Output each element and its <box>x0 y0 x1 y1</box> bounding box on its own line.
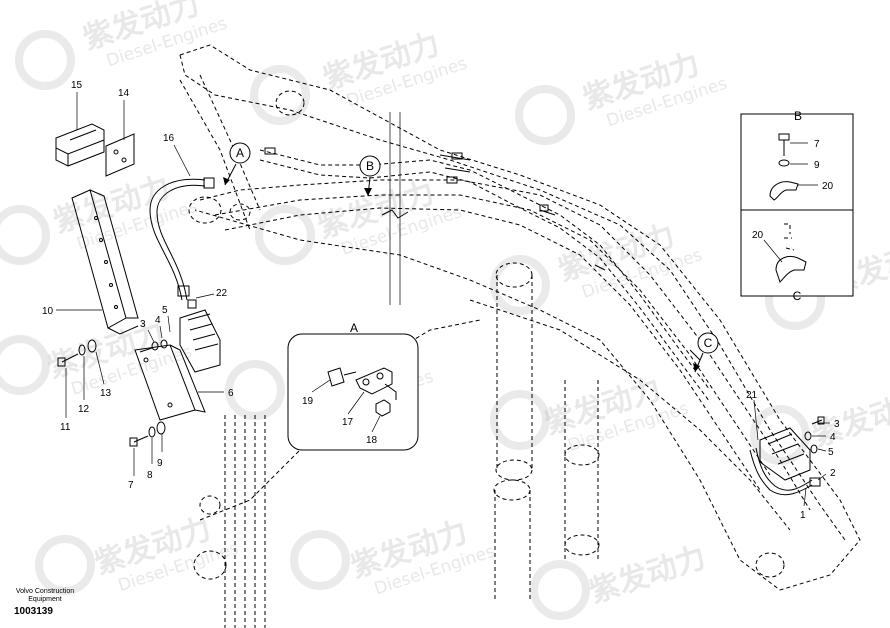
part-14-plate <box>105 133 135 177</box>
watermark-cn: 紫发动力 <box>808 384 890 454</box>
detail-view-a[interactable]: A 19 17 18 <box>287 321 419 451</box>
callout-r-5: 5 <box>828 447 834 458</box>
view-marker-a[interactable]: A <box>223 142 251 186</box>
svg-text:C: C <box>704 336 713 350</box>
detail-a-title: A <box>350 321 358 335</box>
drawing-reference: Volvo Construction Equipment 1003139 <box>14 588 76 617</box>
callout-r-3: 3 <box>834 419 840 430</box>
callout-r-4: 4 <box>830 432 836 443</box>
view-marker-c[interactable]: C <box>693 332 719 373</box>
callout-3: 3 <box>140 319 146 330</box>
callout-9: 9 <box>157 458 163 469</box>
svg-text:B: B <box>366 159 374 173</box>
callout-b-20: 20 <box>822 181 834 192</box>
watermark-cn: 紫发动力 <box>585 540 710 610</box>
brand-line-1: Volvo Construction <box>15 588 75 595</box>
part-15-bracket <box>55 123 105 167</box>
callout-b-7: 7 <box>814 139 820 150</box>
callout-5: 5 <box>162 305 168 316</box>
watermark-logo-icon <box>0 30 825 620</box>
detail-c-title: C <box>793 289 802 303</box>
view-marker-b[interactable]: B <box>359 155 381 197</box>
callout-c-20: 20 <box>752 230 764 241</box>
main-callouts: 15 14 16 10 11 12 13 3 4 5 22 6 7 8 9 3 <box>42 80 840 521</box>
callout-6: 6 <box>228 388 234 399</box>
detail-view-b[interactable]: B 7 9 20 <box>740 109 854 211</box>
callout-11: 11 <box>60 422 71 433</box>
callout-16: 16 <box>163 133 175 144</box>
callout-4: 4 <box>155 315 161 326</box>
detail-b-title: B <box>794 109 802 123</box>
callout-r-1: 1 <box>800 510 806 521</box>
callout-15: 15 <box>71 80 83 91</box>
callout-8: 8 <box>147 470 153 481</box>
callout-a-18: 18 <box>366 435 378 446</box>
callout-7: 7 <box>128 480 134 491</box>
callout-r-2: 2 <box>830 468 836 479</box>
callout-12: 12 <box>78 404 90 415</box>
part-6-plate <box>134 344 206 421</box>
brand-line-2: Equipment <box>28 596 62 603</box>
bolt-set-lower <box>129 421 166 447</box>
callout-a-19: 19 <box>302 396 314 407</box>
part-16-hose <box>149 177 215 301</box>
callout-b-9: 9 <box>814 160 820 171</box>
cylinders <box>224 262 600 628</box>
callout-a-17: 17 <box>342 417 354 428</box>
detail-view-c[interactable]: C 20 <box>740 209 854 303</box>
boom-outline <box>179 44 861 591</box>
part-10-channel <box>71 189 139 335</box>
boom-hoses <box>259 147 711 403</box>
valve-assembly <box>139 299 221 373</box>
callout-22: 22 <box>216 288 228 299</box>
drawing-number: 1003139 <box>14 606 53 617</box>
callout-r-21: 21 <box>746 390 758 401</box>
bolt-set-left <box>57 339 97 367</box>
break-lines <box>381 112 409 305</box>
right-valve-assembly <box>749 416 825 496</box>
svg-text:A: A <box>236 146 244 160</box>
callout-14: 14 <box>118 88 130 99</box>
callout-10: 10 <box>42 306 54 317</box>
callout-13: 13 <box>100 388 112 399</box>
